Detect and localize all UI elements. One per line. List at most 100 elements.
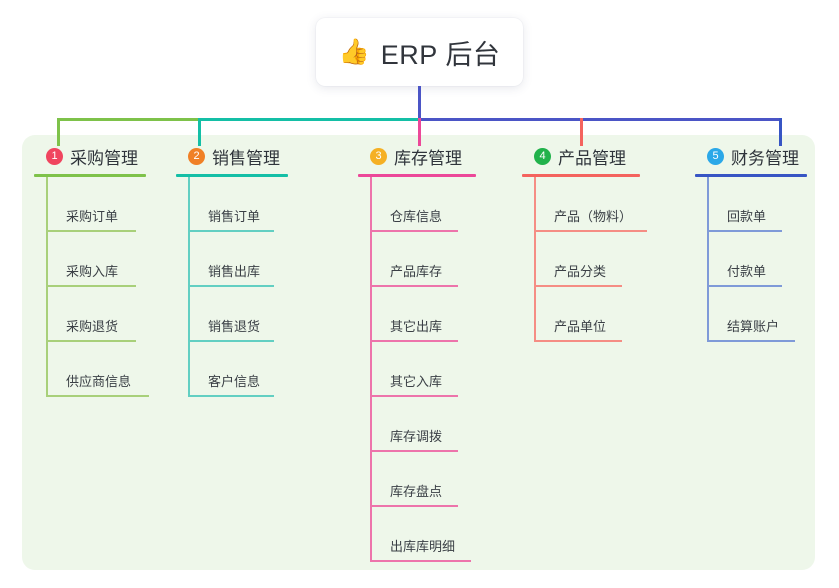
leaf-label: 仓库信息: [390, 209, 443, 224]
leaf-rule: [370, 285, 458, 287]
branch-drop-3: [418, 118, 421, 146]
branch-sales[interactable]: 2 销售管理 销售订单 销售出库 销售退货 客户信息: [176, 144, 336, 397]
leaf-rule: [370, 230, 458, 232]
branch-header[interactable]: 2 销售管理: [176, 144, 336, 168]
branch-items-3: 仓库信息 产品库存 其它出库 其它入库 库存调拨 库存盘点: [358, 177, 528, 562]
leaf-label: 采购入库: [66, 264, 119, 279]
branch-finance[interactable]: 5 财务管理 回款单 付款单 结算账户: [695, 144, 839, 342]
list-item[interactable]: 出库库明细: [358, 507, 528, 562]
list-item[interactable]: 销售退货: [176, 287, 336, 342]
list-item[interactable]: 仓库信息: [358, 177, 528, 232]
branch-badge-5: 5: [707, 147, 724, 165]
leaf-rule: [370, 505, 458, 507]
leaf-rule: [188, 340, 274, 342]
list-item[interactable]: 销售出库: [176, 232, 336, 287]
branch-spine-1: [46, 177, 48, 397]
list-item[interactable]: 采购入库: [34, 232, 194, 287]
branch-purchasing[interactable]: 1 采购管理 采购订单 采购入库 采购退货 供应商信息: [34, 144, 194, 397]
branch-spine-4: [534, 177, 536, 342]
branch-spine-5: [707, 177, 709, 342]
leaf-rule: [534, 230, 647, 232]
leaf-label: 采购退货: [66, 319, 119, 334]
leaf-rule: [534, 285, 622, 287]
leaf-label: 供应商信息: [66, 374, 132, 389]
list-item[interactable]: 产品（物料）: [522, 177, 702, 232]
branch-badge-4: 4: [534, 147, 551, 165]
branch-title-2: 销售管理: [212, 148, 280, 168]
branch-rule-2: [176, 174, 288, 177]
branch-badge-1: 1: [46, 147, 63, 165]
branch-drop-2: [198, 118, 201, 146]
leaf-rule: [707, 230, 782, 232]
list-item[interactable]: 结算账户: [695, 287, 839, 342]
leaf-label: 客户信息: [208, 374, 261, 389]
branches-panel: [22, 135, 815, 570]
leaf-rule: [46, 340, 136, 342]
branch-header[interactable]: 3 库存管理: [358, 144, 528, 168]
leaf-rule: [707, 340, 795, 342]
bus-segment-green: [57, 118, 200, 121]
list-item[interactable]: 回款单: [695, 177, 839, 232]
list-item[interactable]: 其它出库: [358, 287, 528, 342]
leaf-label: 产品（物料）: [554, 209, 633, 224]
bus-segment-teal: [198, 118, 420, 121]
list-item[interactable]: 库存调拨: [358, 397, 528, 452]
leaf-rule: [188, 230, 274, 232]
branch-spine-2: [188, 177, 190, 397]
leaf-rule: [370, 450, 458, 452]
branch-drop-1: [57, 118, 60, 146]
branch-product[interactable]: 4 产品管理 产品（物料） 产品分类 产品单位: [522, 144, 702, 342]
leaf-rule: [46, 230, 136, 232]
branch-title-1: 采购管理: [70, 148, 138, 168]
branch-badge-3: 3: [370, 147, 387, 165]
leaf-rule: [46, 285, 136, 287]
branch-items-1: 采购订单 采购入库 采购退货 供应商信息: [34, 177, 194, 397]
leaf-label: 库存调拨: [390, 429, 443, 444]
leaf-label: 采购订单: [66, 209, 119, 224]
branch-items-5: 回款单 付款单 结算账户: [695, 177, 839, 342]
leaf-label: 其它出库: [390, 319, 443, 334]
leaf-label: 库存盘点: [390, 484, 443, 499]
leaf-label: 产品库存: [390, 264, 443, 279]
branch-rule-1: [34, 174, 146, 177]
leaf-rule: [46, 395, 149, 397]
list-item[interactable]: 付款单: [695, 232, 839, 287]
list-item[interactable]: 采购退货: [34, 287, 194, 342]
list-item[interactable]: 销售订单: [176, 177, 336, 232]
list-item[interactable]: 产品单位: [522, 287, 702, 342]
leaf-label: 销售订单: [208, 209, 261, 224]
leaf-label: 其它入库: [390, 374, 443, 389]
leaf-label: 产品单位: [554, 319, 607, 334]
list-item[interactable]: 供应商信息: [34, 342, 194, 397]
branch-title-3: 库存管理: [394, 148, 462, 168]
root-node-label: ERP 后台: [380, 39, 501, 70]
list-item[interactable]: 其它入库: [358, 342, 528, 397]
leaf-rule: [370, 395, 458, 397]
branch-items-4: 产品（物料） 产品分类 产品单位: [522, 177, 702, 342]
leaf-rule: [534, 340, 622, 342]
list-item[interactable]: 产品分类: [522, 232, 702, 287]
branch-title-4: 产品管理: [558, 148, 626, 168]
list-item[interactable]: 产品库存: [358, 232, 528, 287]
bus-segment-indigo: [418, 118, 782, 121]
list-item[interactable]: 客户信息: [176, 342, 336, 397]
leaf-label: 出库库明细: [390, 539, 456, 554]
branch-drop-5: [779, 118, 782, 146]
leaf-label: 付款单: [727, 264, 767, 279]
leaf-label: 回款单: [727, 209, 767, 224]
list-item[interactable]: 库存盘点: [358, 452, 528, 507]
branch-rule-5: [695, 174, 807, 177]
branch-badge-2: 2: [188, 147, 205, 165]
branch-header[interactable]: 1 采购管理: [34, 144, 194, 168]
root-node[interactable]: 👍 ERP 后台: [316, 18, 523, 86]
branch-header[interactable]: 4 产品管理: [522, 144, 702, 168]
branch-rule-4: [522, 174, 640, 177]
list-item[interactable]: 采购订单: [34, 177, 194, 232]
branch-drop-4: [580, 118, 583, 146]
branch-header[interactable]: 5 财务管理: [695, 144, 839, 168]
branch-inventory[interactable]: 3 库存管理 仓库信息 产品库存 其它出库 其它入库 库存调拨: [358, 144, 528, 562]
leaf-rule: [370, 560, 471, 562]
branch-rule-3: [358, 174, 476, 177]
root-stem-connector: [418, 86, 421, 119]
